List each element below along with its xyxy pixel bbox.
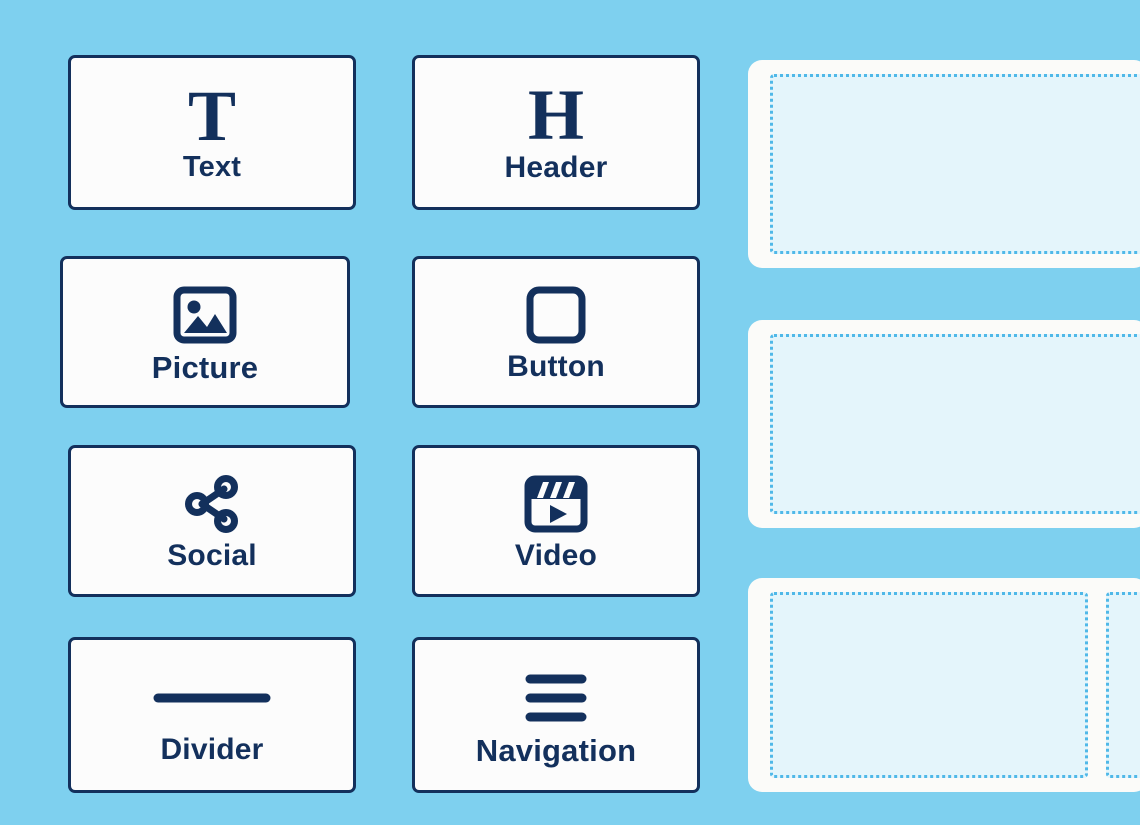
video-clapperboard-icon [524,471,588,537]
palette-block-header[interactable]: H Header [412,55,700,210]
palette-block-divider[interactable]: Divider [68,637,356,793]
palette-block-label: Header [504,150,608,184]
palette-block-text[interactable]: T Text [68,55,356,210]
text-t-icon: T [187,75,237,156]
drop-zone[interactable] [770,334,1140,514]
drop-zone[interactable] [770,74,1140,254]
drop-zone[interactable] [770,592,1088,778]
palette-block-label: Navigation [475,732,637,768]
picture-image-icon [173,282,237,348]
button-square-icon [525,282,587,348]
palette-block-label: Social [167,539,257,572]
palette-block-video[interactable]: Video [412,445,700,597]
text-t-glyph: T [187,75,237,156]
palette-block-label: Picture [151,349,259,385]
palette-block-label: Divider [160,733,264,766]
social-share-icon [180,471,244,537]
drop-zone[interactable] [1106,592,1140,778]
canvas-row-panel[interactable] [748,320,1140,528]
canvas-row-panel[interactable] [748,60,1140,268]
canvas-area [748,0,1140,825]
divider-line-icon [150,665,274,731]
header-h-glyph: H [527,75,584,156]
navigation-hamburger-icon [516,665,596,731]
block-palette: T Text H Header Picture [60,55,700,793]
palette-block-social[interactable]: Social [68,445,356,597]
palette-block-label: Video [514,539,598,572]
palette-block-label: Button [507,350,605,383]
canvas-row-panel[interactable] [748,578,1140,792]
palette-block-navigation[interactable]: Navigation [412,637,700,793]
palette-block-label: Text [182,151,242,183]
palette-block-button[interactable]: Button [412,256,700,408]
palette-block-picture[interactable]: Picture [60,256,350,408]
header-h-icon: H [527,75,584,156]
